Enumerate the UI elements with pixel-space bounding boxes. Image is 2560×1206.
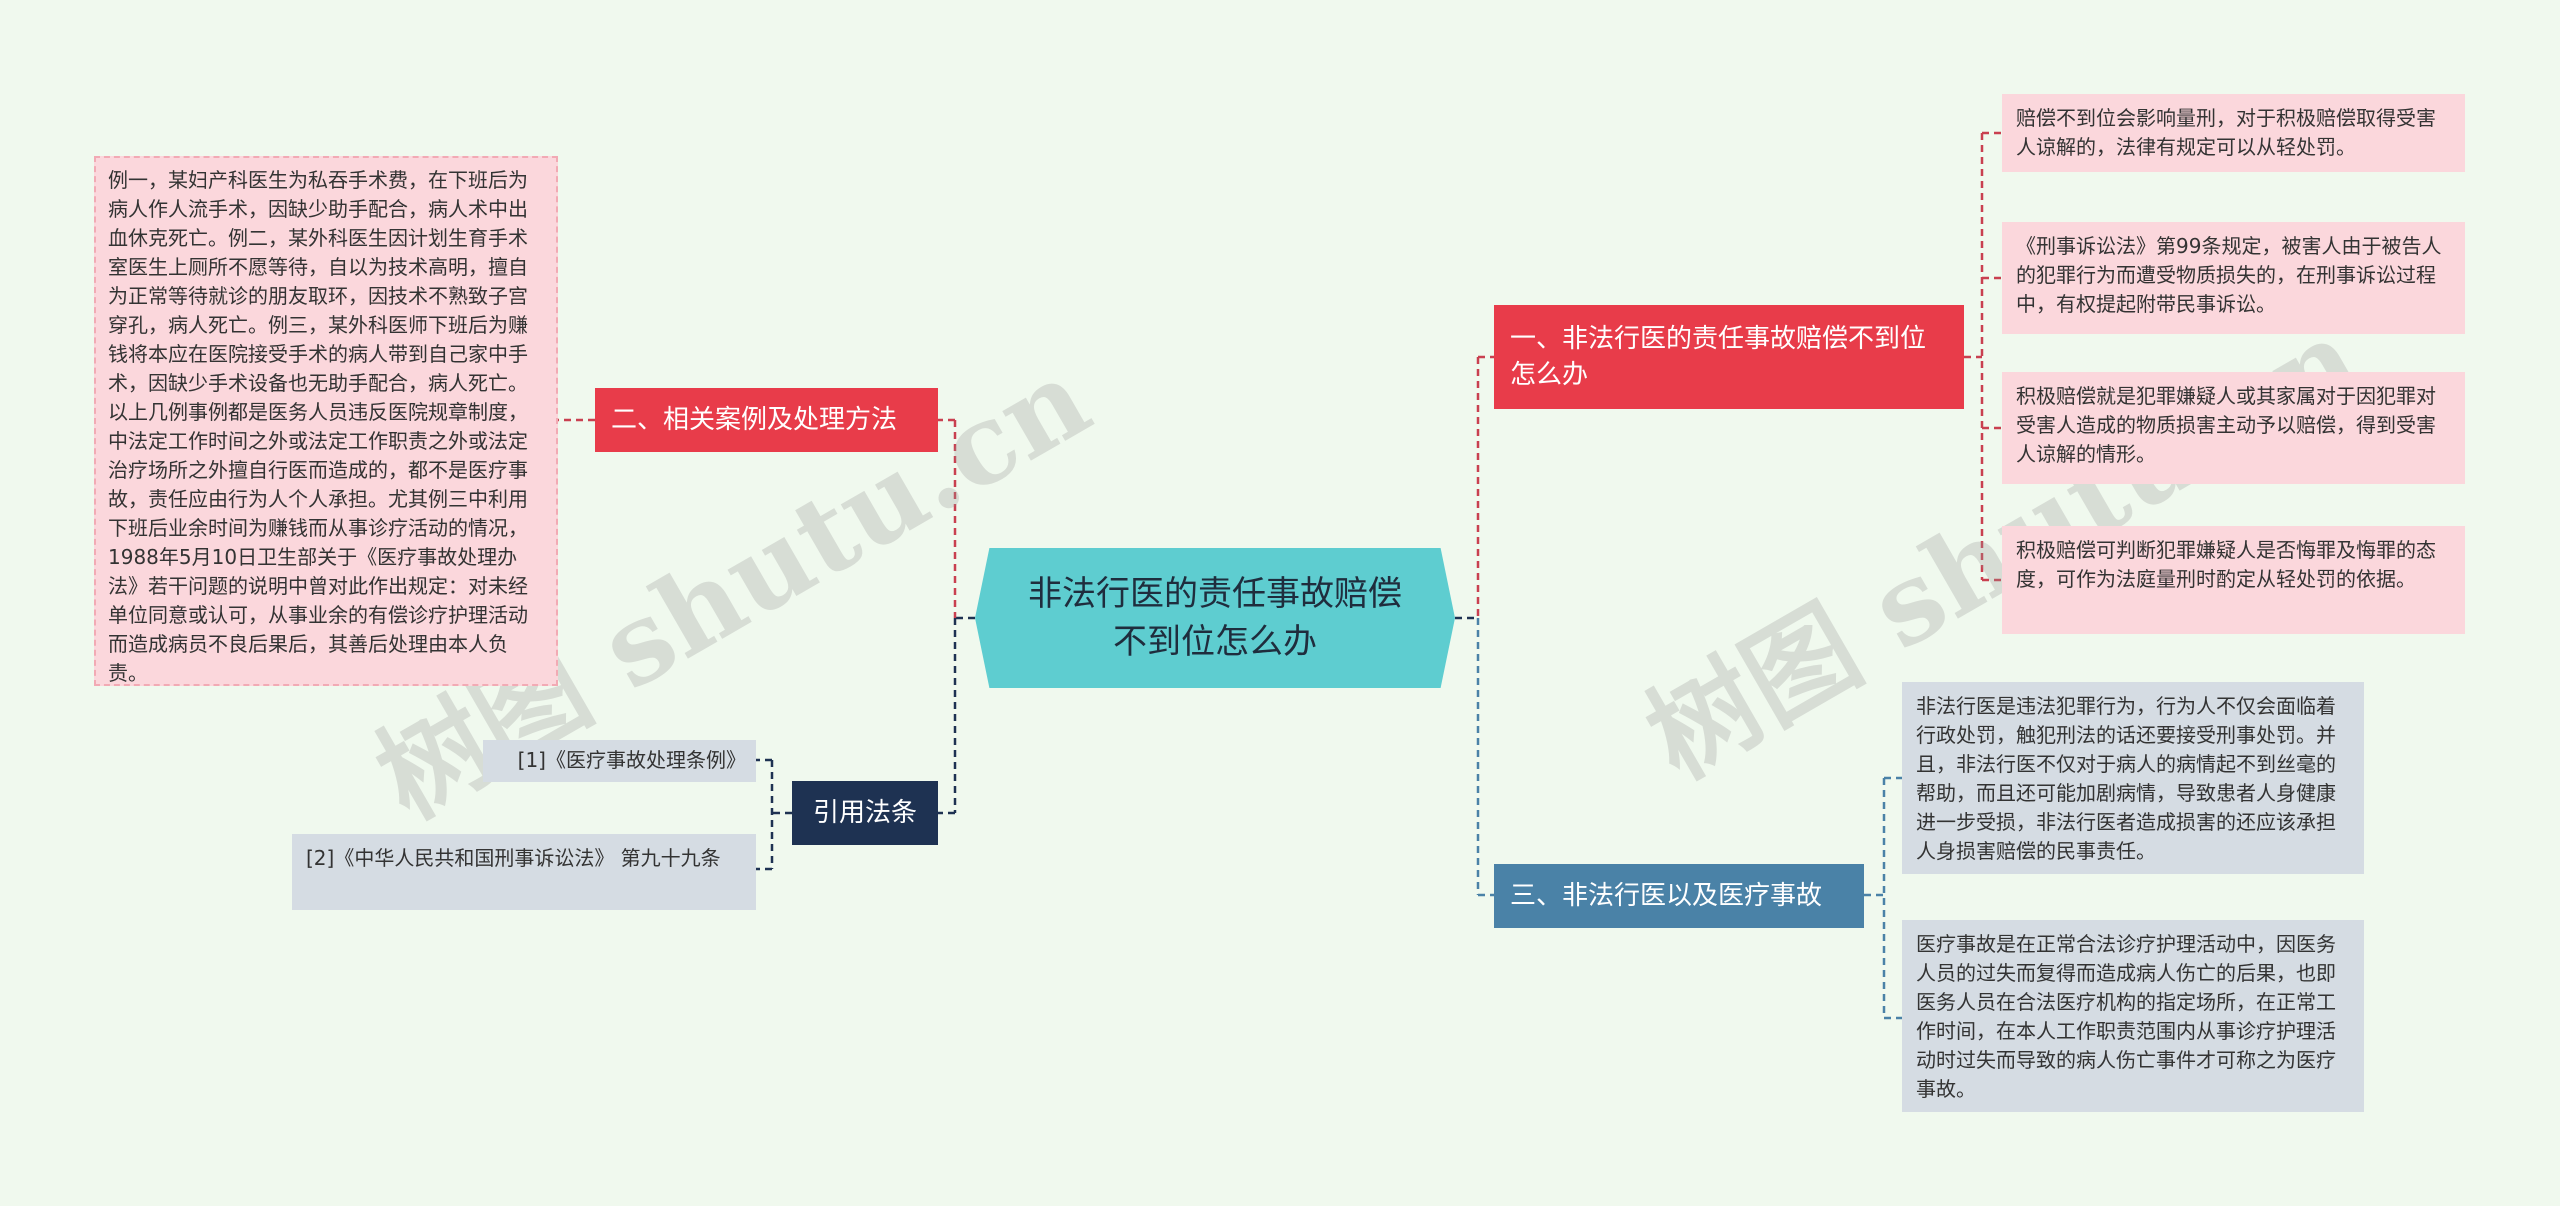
branch-citations[interactable]: 引用法条 bbox=[792, 781, 938, 845]
leaf-compensation-1[interactable]: 赔偿不到位会影响量刑，对于积极赔偿取得受害人谅解的，法律有规定可以从轻处罚。 bbox=[2002, 94, 2465, 172]
branch-cases[interactable]: 二、相关案例及处理方法 bbox=[595, 388, 938, 452]
leaf-compensation-2[interactable]: 《刑事诉讼法》第99条规定，被害人由于被告人的犯罪行为而遭受物质损失的，在刑事诉… bbox=[2002, 222, 2465, 334]
central-topic[interactable]: 非法行医的责任事故赔偿不到位怎么办 bbox=[975, 548, 1455, 688]
leaf-compensation-3[interactable]: 积极赔偿就是犯罪嫌疑人或其家属对于因犯罪对受害人造成的物质损害主动予以赔偿，得到… bbox=[2002, 372, 2465, 484]
leaf-citation-2[interactable]: [2]《中华人民共和国刑事诉讼法》 第九十九条 bbox=[292, 834, 756, 910]
leaf-illegal-practice-2[interactable]: 医疗事故是在正常合法诊疗护理活动中，因医务人员的过失而复得而造成病人伤亡的后果，… bbox=[1902, 920, 2364, 1112]
branch-illegal-practice[interactable]: 三、非法行医以及医疗事故 bbox=[1494, 864, 1864, 928]
leaf-compensation-4[interactable]: 积极赔偿可判断犯罪嫌疑人是否悔罪及悔罪的态度，可作为法庭量刑时酌定从轻处罚的依据… bbox=[2002, 526, 2465, 634]
branch-compensation[interactable]: 一、非法行医的责任事故赔偿不到位怎么办 bbox=[1494, 305, 1964, 409]
leaf-cases-1[interactable]: 例一，某妇产科医生为私吞手术费，在下班后为病人作人流手术，因缺少助手配合，病人术… bbox=[94, 156, 558, 686]
leaf-citation-1[interactable]: [1]《医疗事故处理条例》 bbox=[483, 740, 756, 782]
leaf-illegal-practice-1[interactable]: 非法行医是违法犯罪行为，行为人不仅会面临着行政处罚，触犯刑法的话还要接受刑事处罚… bbox=[1902, 682, 2364, 874]
